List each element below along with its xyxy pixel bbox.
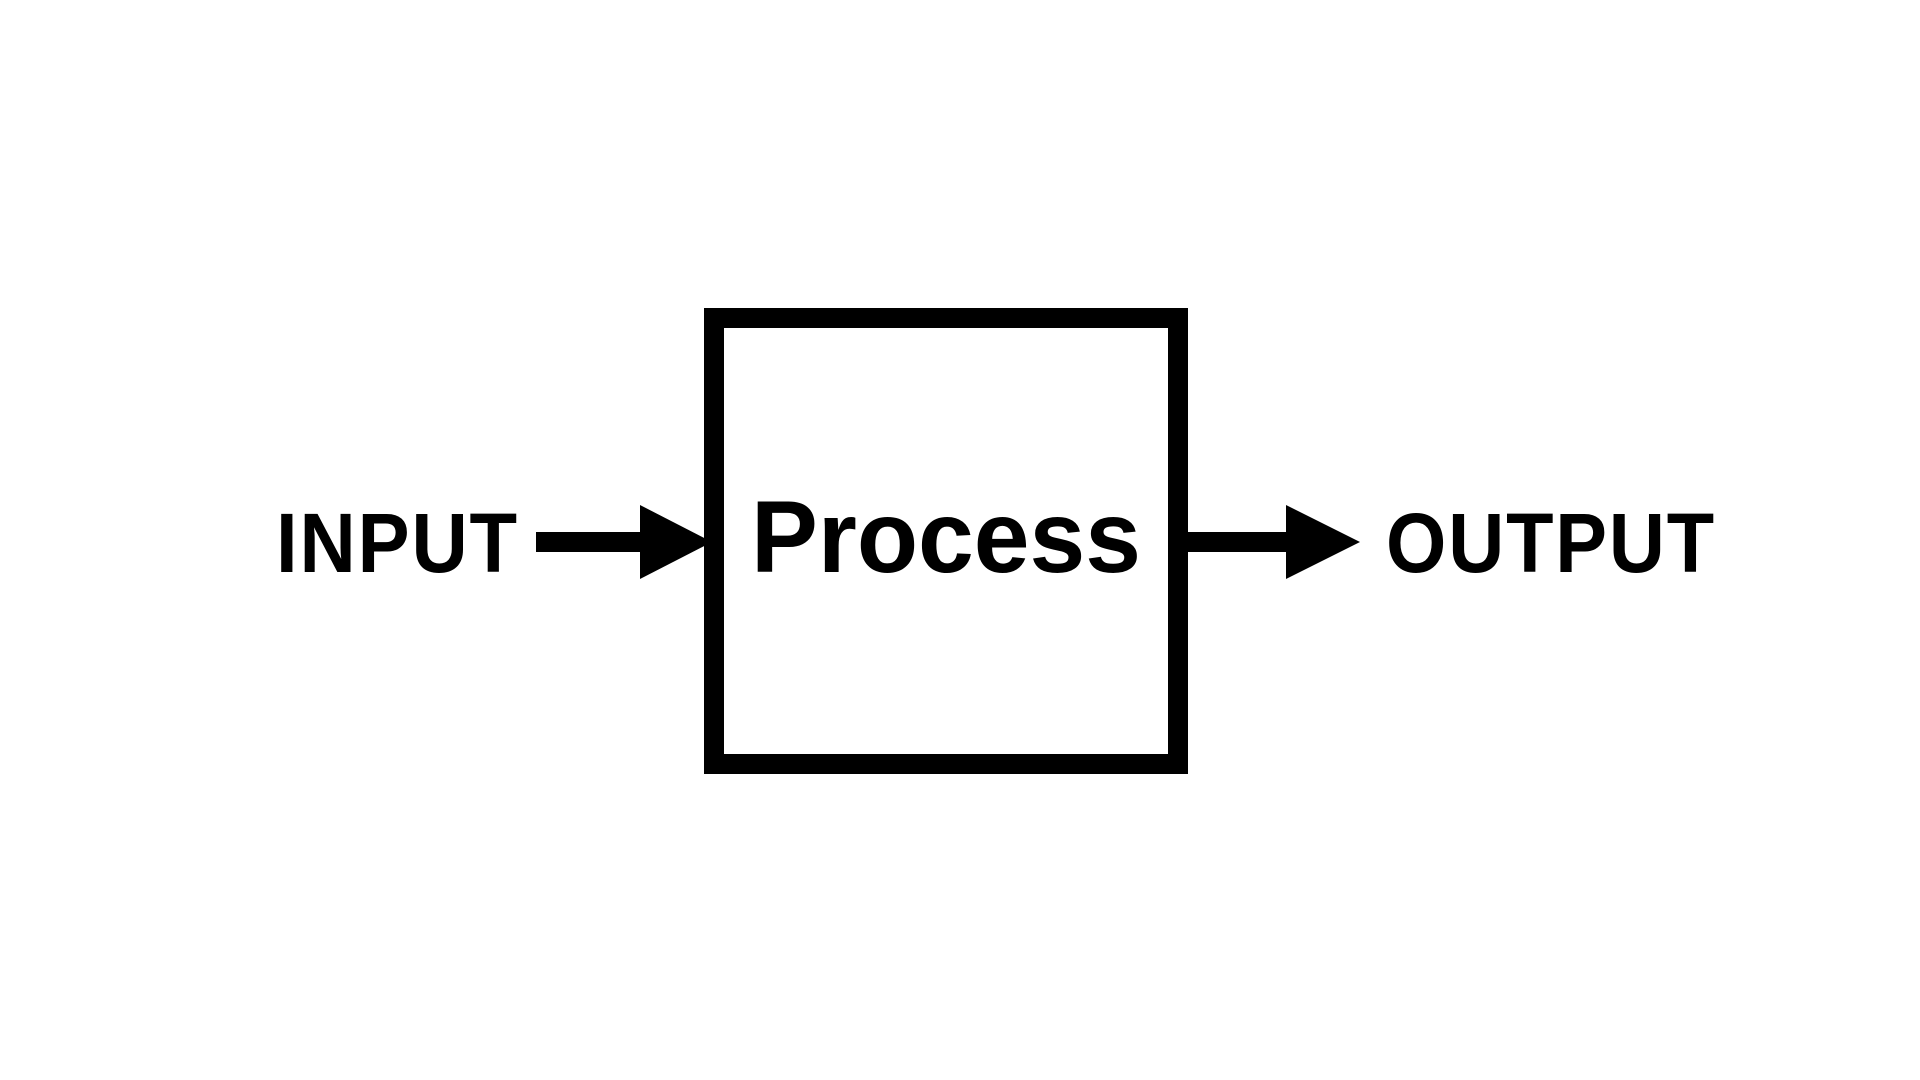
input-label: INPUT xyxy=(276,496,519,590)
process-box xyxy=(704,308,1188,774)
output-arrow-shaft xyxy=(1188,532,1288,552)
input-arrow-head xyxy=(640,505,712,579)
output-label: OUTPUT xyxy=(1386,496,1716,590)
input-arrow xyxy=(536,505,712,579)
input-arrow-shaft xyxy=(536,532,646,552)
process-label: Process xyxy=(751,480,1141,594)
output-arrow-head xyxy=(1286,505,1360,579)
output-arrow xyxy=(1188,505,1360,579)
